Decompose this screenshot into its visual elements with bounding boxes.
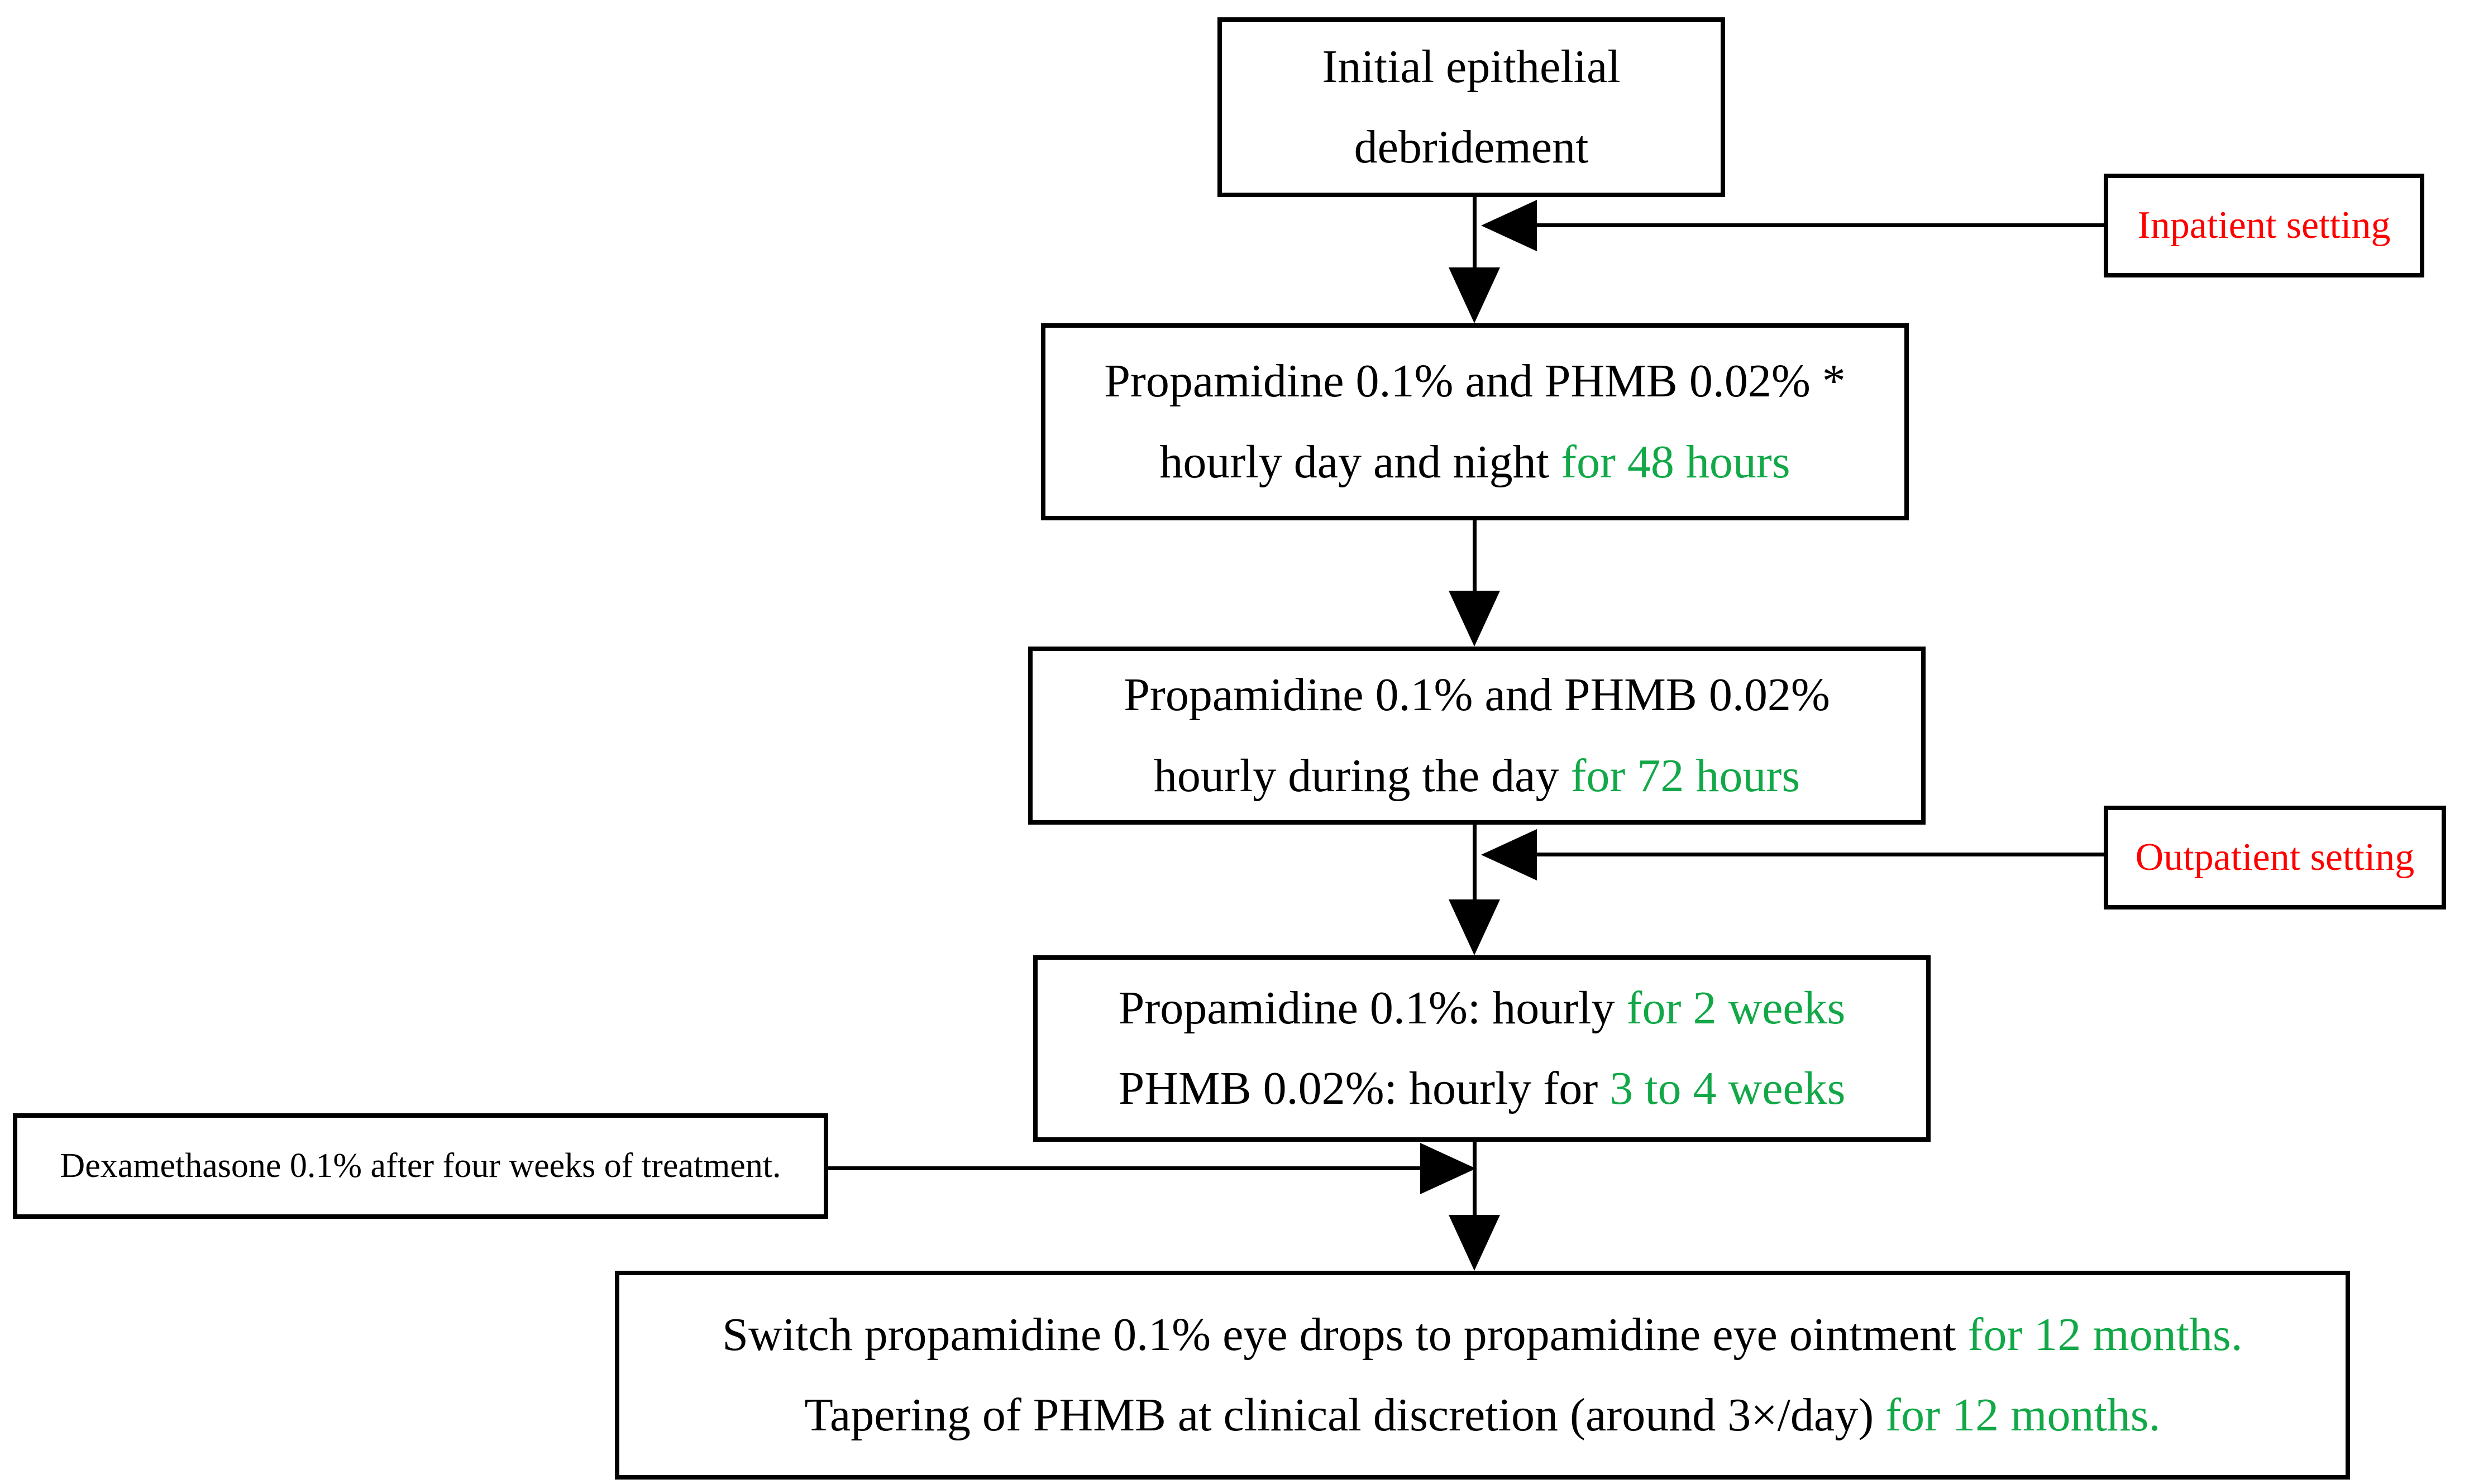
- arrowhead-down-step4-icon: [1449, 899, 1500, 955]
- step3-line2-black: hourly during the day: [1153, 749, 1571, 802]
- step4-line2: PHMB 0.02%: hourly for 3 to 4 weeks: [1119, 1049, 1846, 1129]
- arrowhead-left-inpatient-icon: [1481, 200, 1537, 251]
- inpatient-setting-box: Inpatient setting: [2104, 174, 2424, 277]
- connector-line-outpatient: [1535, 853, 2104, 856]
- step5-line1-green: for 12 months.: [1967, 1308, 2243, 1361]
- step-inpatient-48h-box: Propamidine 0.1% and PHMB 0.02% * hourly…: [1041, 323, 1909, 520]
- step4-line1-green: for 2 weeks: [1626, 982, 1846, 1034]
- step3-line2: hourly during the day for 72 hours: [1154, 736, 1800, 816]
- arrowhead-down-step5-icon: [1449, 1215, 1500, 1271]
- arrowhead-right-dexamethasone-icon: [1420, 1143, 1476, 1194]
- step2-line2-black: hourly day and night: [1159, 435, 1561, 488]
- arrowhead-left-outpatient-icon: [1481, 829, 1537, 880]
- arrowhead-down-step3-icon: [1449, 591, 1500, 647]
- arrowhead-down-step2-icon: [1449, 267, 1500, 323]
- step2-line1: Propamidine 0.1% and PHMB 0.02% *: [1104, 355, 1846, 408]
- dexamethasone-box: Dexamethasone 0.1% after four weeks of t…: [13, 1113, 828, 1219]
- outpatient-setting-box: Outpatient setting: [2104, 806, 2446, 909]
- step4-line1-black: Propamidine 0.1%: hourly: [1118, 982, 1627, 1034]
- step5-line2-green: for 12 months.: [1885, 1389, 2161, 1441]
- step-initial-debridement-box: Initial epithelial debridement: [1217, 17, 1725, 197]
- step5-line1-black: Switch propamidine 0.1% eye drops to pro…: [722, 1308, 1968, 1361]
- connector-line-step2-step3: [1473, 520, 1477, 599]
- step5-line2-black: Tapering of PHMB at clinical discretion …: [804, 1389, 1886, 1441]
- step5-line1: Switch propamidine 0.1% eye drops to pro…: [722, 1295, 2243, 1375]
- step3-line1: Propamidine 0.1% and PHMB 0.02%: [1124, 669, 1830, 721]
- inpatient-setting-label: Inpatient setting: [2137, 204, 2391, 247]
- connector-line-step3-step4: [1473, 825, 1477, 907]
- connector-line-inpatient: [1535, 223, 2104, 227]
- connector-line-step1-step2: [1473, 197, 1477, 275]
- step4-line2-green: 3 to 4 weeks: [1609, 1062, 1846, 1114]
- step1-line1: Initial epithelial: [1322, 40, 1621, 93]
- step-maintenance-box: Switch propamidine 0.1% eye drops to pro…: [615, 1271, 2350, 1480]
- step-72h-box: Propamidine 0.1% and PHMB 0.02% hourly d…: [1028, 647, 1926, 825]
- step1-line2: debridement: [1354, 121, 1589, 173]
- step5-line2: Tapering of PHMB at clinical discretion …: [805, 1375, 2161, 1456]
- step4-line2-black: PHMB 0.02%: hourly for: [1118, 1062, 1610, 1114]
- step3-line2-green: for 72 hours: [1570, 749, 1800, 802]
- step2-line2: hourly day and night for 48 hours: [1159, 422, 1790, 502]
- step-weeks-box: Propamidine 0.1%: hourly for 2 weeks PHM…: [1033, 955, 1931, 1142]
- outpatient-setting-label: Outpatient setting: [2135, 836, 2415, 879]
- dexamethasone-label: Dexamethasone 0.1% after four weeks of t…: [60, 1147, 781, 1185]
- step2-line2-green: for 48 hours: [1560, 435, 1790, 488]
- connector-line-dexamethasone: [825, 1166, 1423, 1170]
- step4-line1: Propamidine 0.1%: hourly for 2 weeks: [1119, 968, 1846, 1049]
